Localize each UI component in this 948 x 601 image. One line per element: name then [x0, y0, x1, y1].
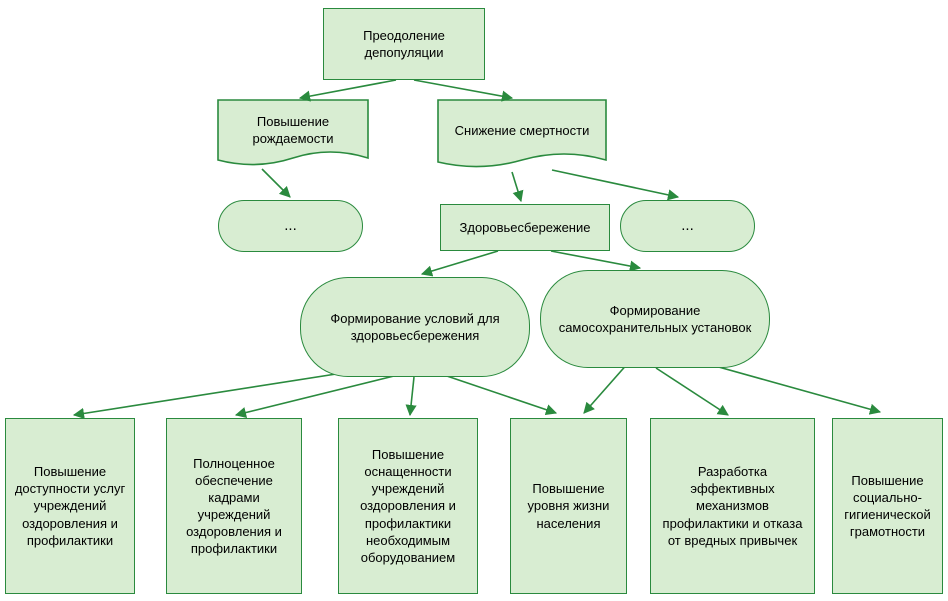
node-health-preservation: Здоровьесбережение	[440, 204, 610, 251]
node-self-preservation-attitudes: Формирование самосохранительных установо…	[540, 270, 770, 368]
edge-attitudes-b4	[583, 361, 630, 414]
node-service-accessibility: Повышение доступности услуг учреждений о…	[5, 418, 135, 594]
edge-root-birth	[298, 79, 397, 102]
node-hygiene-literacy: Повышение социально-гигиенической грамот…	[832, 418, 943, 594]
edge-health-attitudes	[550, 250, 642, 272]
edge-attitudes-b5	[655, 367, 729, 416]
node-prevention-mechanisms: Разработка эффективных механизмов профил…	[650, 418, 815, 594]
edge-mortality-health	[511, 171, 524, 203]
mortality-document-shape	[437, 99, 607, 168]
edge-conditions-b2	[234, 375, 395, 419]
node-mortality-reduction: Снижение смертности	[454, 123, 590, 139]
node-equipment: Повышение оснащенности учреждений оздоро…	[338, 418, 478, 594]
edge-conditions-b3	[405, 376, 417, 417]
node-birth-rate: Повышение рождаемости	[252, 113, 334, 146]
node-ellipsis-right: ...	[620, 200, 755, 252]
node-health-conditions: Формирование условий для здоровьесбереже…	[300, 277, 530, 377]
birth-document-shape	[217, 99, 369, 166]
edge-birth-dots-left	[261, 168, 291, 198]
node-ellipsis-left: ...	[218, 200, 363, 252]
edge-conditions-b4	[437, 372, 558, 416]
edge-conditions-b1	[72, 368, 369, 419]
node-staffing: Полноценное обеспечение кадрами учрежден…	[166, 418, 302, 594]
edge-health-conditions	[420, 250, 499, 277]
node-living-standards: Повышение уровня жизни населения	[510, 418, 627, 594]
edge-root-mortality	[413, 79, 514, 102]
edge-mortality-dots-right	[551, 169, 680, 201]
node-root: Преодоление депопуляции	[323, 8, 485, 80]
